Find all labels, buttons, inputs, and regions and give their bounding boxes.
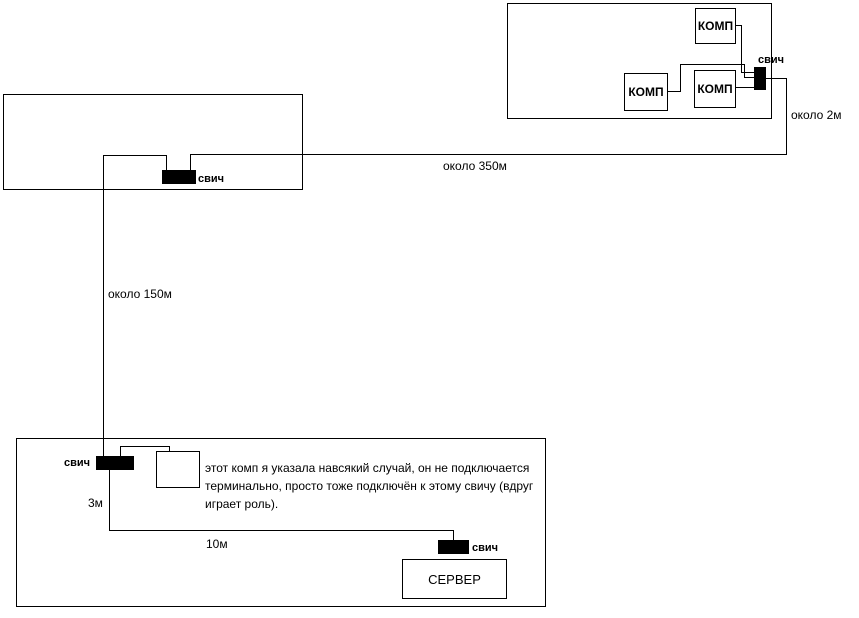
distance-350m: около 350м <box>443 159 507 173</box>
cable-comp1-switch-b <box>741 25 742 72</box>
cable-comp2-switch-a <box>667 91 680 92</box>
switch-label-top-right: свич <box>758 54 785 66</box>
cable-150m <box>103 155 104 457</box>
cable-middle-loop-b <box>166 155 167 171</box>
switch-middle <box>162 170 196 184</box>
distance-10m: 10м <box>206 537 228 551</box>
cable-comp2-switch-d <box>744 64 745 77</box>
cable-middle-loop-a <box>103 155 166 156</box>
cable-comp3-switch <box>735 87 754 88</box>
switch-top-right <box>754 67 766 90</box>
cable-10m-a <box>109 530 454 531</box>
cable-comp2-switch-e <box>744 77 754 78</box>
server: СЕРВЕР <box>402 559 507 599</box>
cable-2m-b <box>786 78 787 155</box>
cable-bottom-loop-c <box>169 446 170 452</box>
distance-3m: 3м <box>88 496 103 510</box>
cable-3m <box>109 470 110 531</box>
cable-comp1-switch-c <box>741 72 754 73</box>
switch-bottom <box>96 456 134 470</box>
switch-label-middle: свич <box>198 173 225 185</box>
computer-top: КОМП <box>695 8 736 44</box>
cable-10m-b <box>453 530 454 541</box>
distance-150m: около 150м <box>108 287 172 301</box>
note-extra-computer: этот комп я указала навсякий случай, он … <box>205 461 534 511</box>
cable-350m-drop <box>190 154 191 171</box>
cable-comp2-switch-c <box>680 64 744 65</box>
cable-comp1-switch-a <box>735 25 741 26</box>
extra-computer <box>156 451 200 488</box>
cable-2m-a <box>766 78 787 79</box>
computer-left: КОМП <box>624 73 668 111</box>
switch-label-bottom: свич <box>64 457 91 469</box>
computer-right: КОМП <box>694 70 736 108</box>
cable-350m <box>190 154 787 155</box>
cable-bottom-loop-a <box>120 446 170 447</box>
switch-server <box>438 540 469 554</box>
distance-2m: около 2м <box>791 108 842 122</box>
cable-bottom-loop-b <box>120 446 121 457</box>
cable-comp2-switch-b <box>680 64 681 92</box>
switch-label-server: свич <box>472 542 499 554</box>
building-middle-left <box>3 94 303 190</box>
